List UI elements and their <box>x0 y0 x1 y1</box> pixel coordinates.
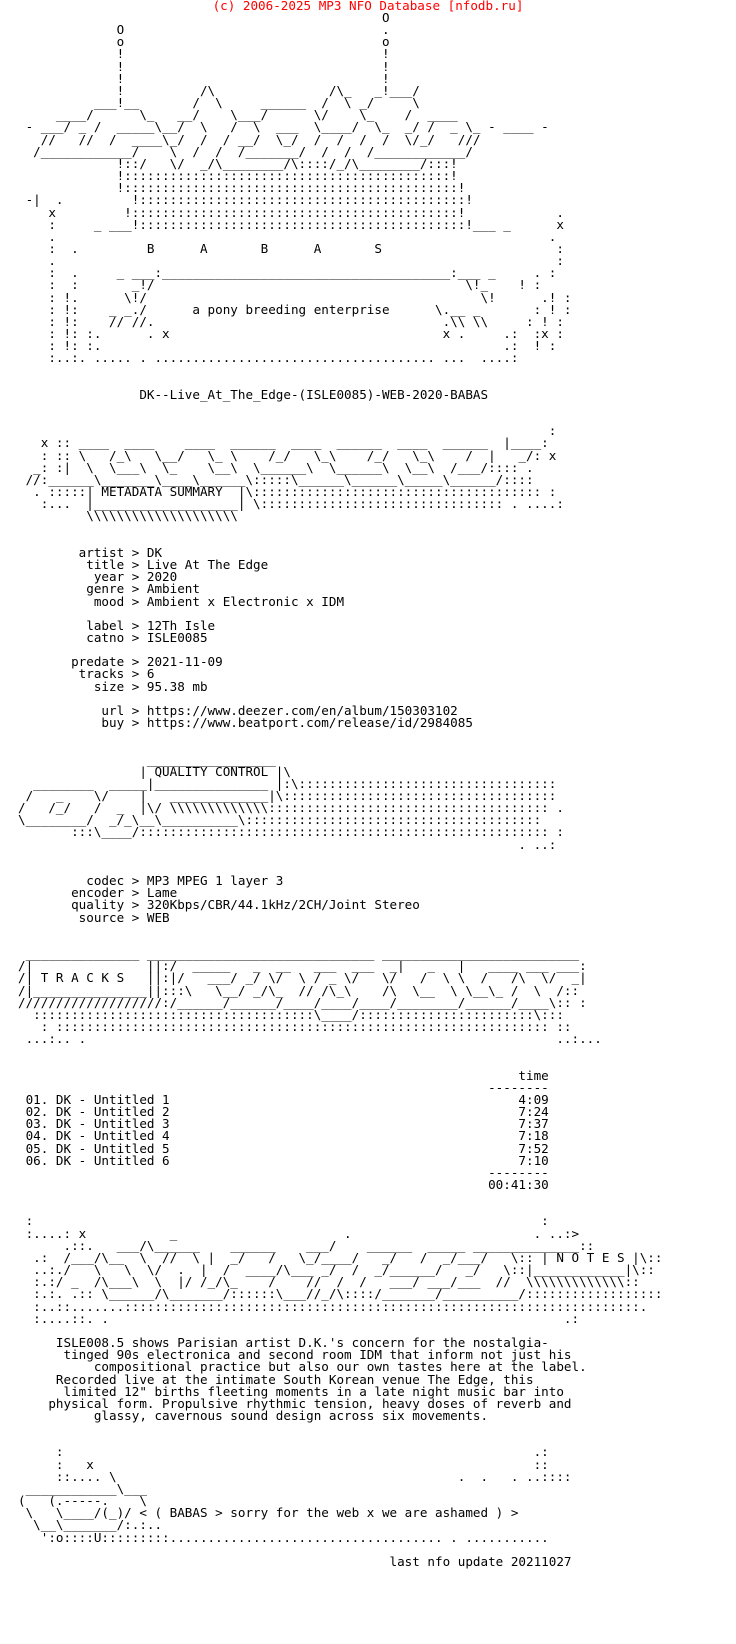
nfo-ascii-text: O O . o o ! ! ! <box>18 10 663 1569</box>
copyright-header[interactable]: (c) 2006-2025 MP3 NFO Database [nfodb.ru… <box>212 0 524 13</box>
